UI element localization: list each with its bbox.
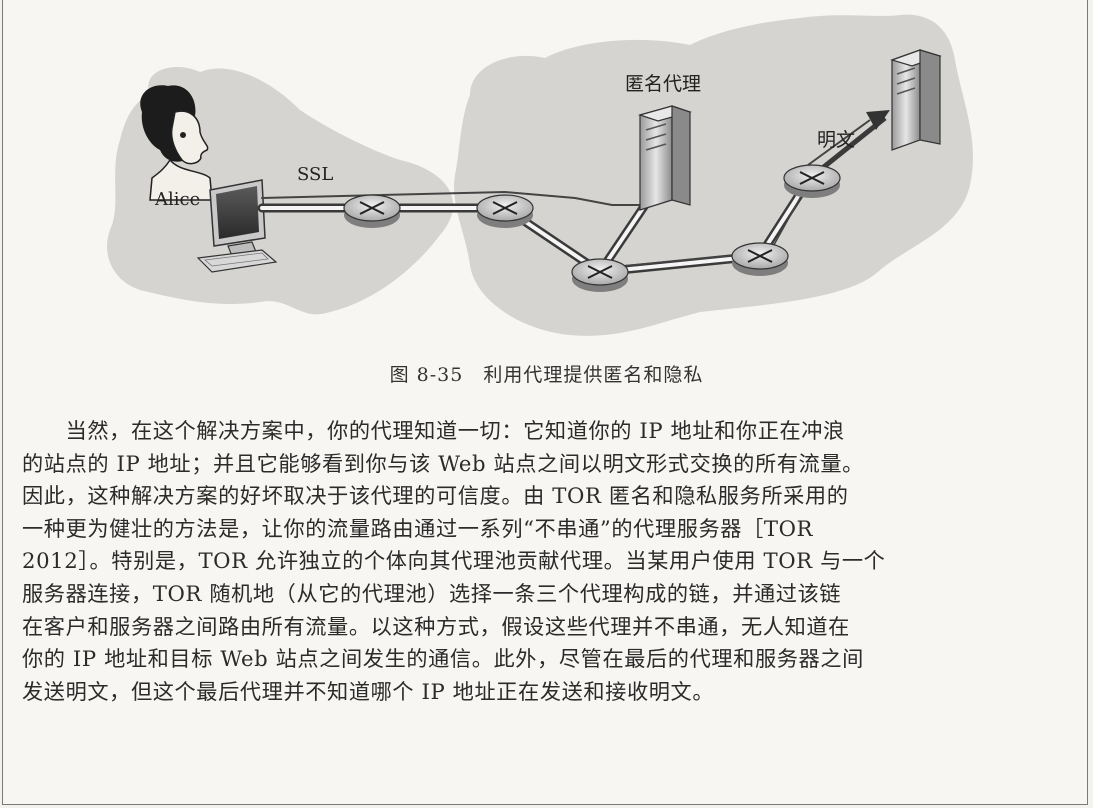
text-line: 服务器连接，TOR 随机地（从它的代理池）选择一条三个代理构成的链，并通过该链: [22, 580, 842, 606]
text-line: 发送明文，但这个最后代理并不知道哪个 IP 地址正在发送和接收明文。: [22, 678, 715, 704]
text-line: 的站点的 IP 地址；并且它能够看到你与该 Web 站点之间以明文形式交换的所有…: [22, 450, 864, 476]
alice-icon: [140, 85, 213, 201]
router-icon-3: [571, 258, 629, 292]
router-icon-5: [783, 164, 841, 198]
anonymizing-proxy-figure: Alice SSL 明文: [107, 14, 973, 336]
alice-label: Alice: [154, 189, 200, 210]
ssl-label: SSL: [297, 164, 333, 185]
router-icon-4: [731, 242, 789, 276]
router-icon-1: [343, 194, 401, 228]
text-line: 你的 IP 地址和目标 Web 站点之间发生的通信。此外，尽管在最后的代理和服务…: [22, 646, 864, 672]
figure-caption: 图 8-35 利用代理提供匿名和隐私: [389, 364, 704, 386]
computer-icon: [196, 179, 278, 273]
text-line: 一种更为健壮的方法是，让你的流量路由通过一系列“不串通”的代理服务器［TOR: [22, 515, 814, 541]
destination-server-icon: [890, 49, 942, 151]
text-line: 2012］。特别是，TOR 允许独立的个体向其代理池贡献代理。当某用户使用 TO…: [22, 548, 886, 574]
right-cloud: [453, 14, 973, 336]
router-icon-2: [476, 194, 534, 228]
text-line: 在客户和服务器之间路由所有流量。以这种方式，假设这些代理并不串通，无人知道在: [22, 613, 850, 639]
text-line: 因此，这种解决方案的好坏取决于该代理的可信度。由 TOR 匿名和隐私服务所采用的: [22, 483, 849, 509]
proxy-server-icon: [637, 105, 693, 211]
text-line: 当然，在这个解决方案中，你的代理知道一切：它知道你的 IP 地址和你正在冲浪: [22, 418, 845, 443]
body-paragraph: 当然，在这个解决方案中，你的代理知道一切：它知道你的 IP 地址和你正在冲浪 的…: [22, 415, 1072, 708]
proxy-label: 匿名代理: [625, 73, 701, 95]
plaintext-label: 明文: [817, 129, 855, 151]
